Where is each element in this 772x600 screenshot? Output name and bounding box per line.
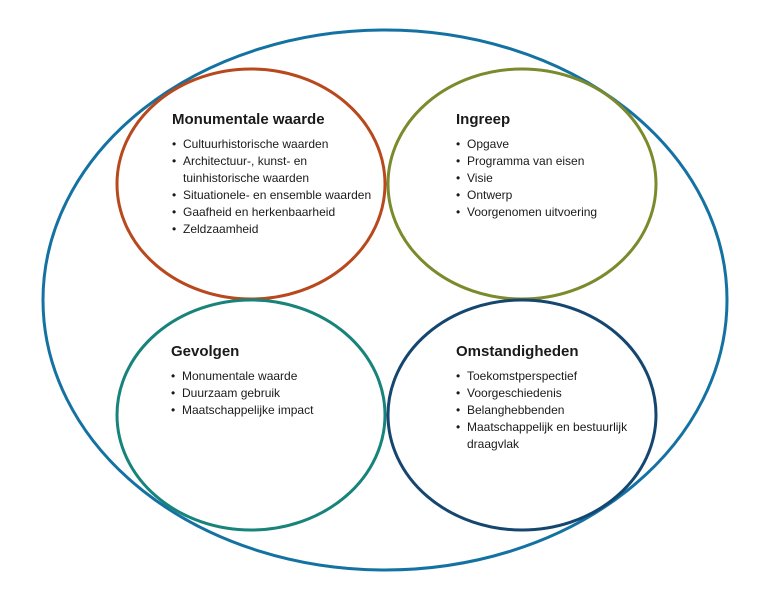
list-item: Visie xyxy=(456,170,646,187)
list-item: Duurzaam gebruik xyxy=(171,385,371,402)
gevolgen-block: Gevolgen Monumentale waarde Duurzaam geb… xyxy=(171,343,371,419)
monumentale-waarde-block: Monumentale waarde Cultuurhistorische wa… xyxy=(172,111,372,238)
list-item: Zeldzaamheid xyxy=(172,221,372,238)
list-item: Ontwerp xyxy=(456,187,646,204)
list-item: Gaafheid en herkenbaarheid xyxy=(172,204,372,221)
omstandigheden-list: Toekomstperspectief Voorgeschiedenis Bel… xyxy=(456,368,646,453)
list-item: Maatschappelijke impact xyxy=(171,402,371,419)
outer-ellipse xyxy=(41,28,729,572)
ingreep-list: Opgave Programma van eisen Visie Ontwerp… xyxy=(456,136,646,221)
ingreep-block: Ingreep Opgave Programma van eisen Visie… xyxy=(456,111,646,221)
list-item: Voorgeschiedenis xyxy=(456,385,646,402)
monumentale-waarde-list: Cultuurhistorische waarden Architectuur-… xyxy=(172,136,372,238)
list-item: Architectuur-, kunst- en tuinhistorische… xyxy=(172,153,372,187)
list-item: Belanghebbenden xyxy=(456,402,646,419)
omstandigheden-block: Omstandigheden Toekomstperspectief Voorg… xyxy=(456,343,646,453)
gevolgen-list: Monumentale waarde Duurzaam gebruik Maat… xyxy=(171,368,371,419)
circle-omstandigheden xyxy=(386,298,658,532)
list-item: Voorgenomen uitvoering xyxy=(456,204,646,221)
list-item: Monumentale waarde xyxy=(171,368,371,385)
list-item: Maatschappelijk en bestuurlijk draagvlak xyxy=(456,419,646,453)
list-item: Cultuurhistorische waarden xyxy=(172,136,372,153)
list-item: Opgave xyxy=(456,136,646,153)
ingreep-title: Ingreep xyxy=(456,111,511,128)
list-item: Programma van eisen xyxy=(456,153,646,170)
monumentale-waarde-title: Monumentale waarde xyxy=(172,111,325,128)
circle-gevolgen xyxy=(115,298,387,532)
list-item: Toekomstperspectief xyxy=(456,368,646,385)
list-item: Situationele- en ensemble waarden xyxy=(172,187,372,204)
omstandigheden-title: Omstandigheden xyxy=(456,343,579,360)
gevolgen-title: Gevolgen xyxy=(171,343,240,360)
